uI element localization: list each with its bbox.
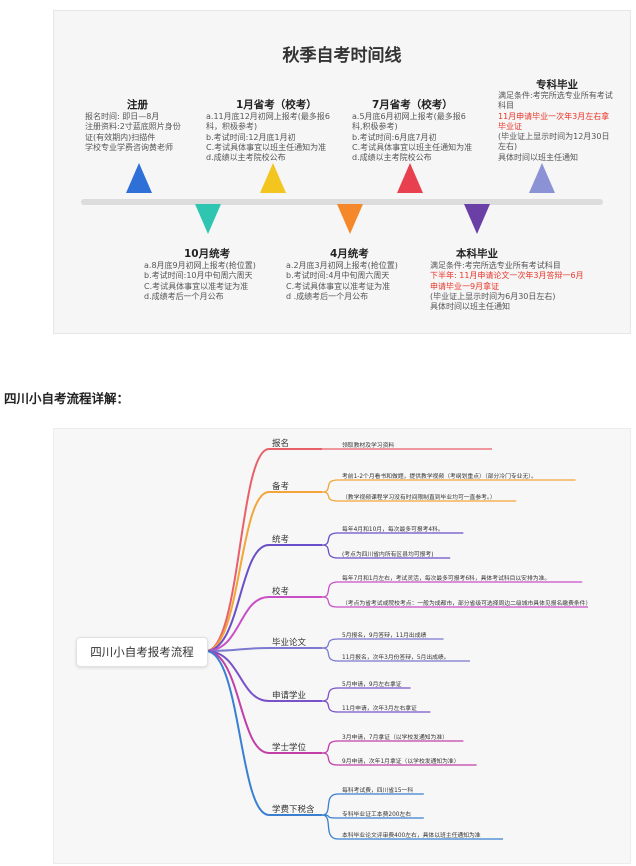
event-detail-benke: 满足条件:考完所选专业所有考试科目 下半年: 11月申请论文一次年3月答辩一6月… [430, 261, 584, 312]
branch-connector [205, 491, 322, 652]
event-title-jul: 7月省考（校考） [372, 99, 453, 111]
branch-connector [205, 544, 322, 652]
mindmap-leaf: 本科毕业论文评审费400左右，具体以班主任通知为准 [342, 833, 481, 839]
marker-zhuanke [529, 163, 555, 193]
event-title-zhuce: 注册 [127, 99, 148, 111]
branch-connector [205, 650, 322, 702]
mindmap-leaf: 5月报名，9月答辩，11月出成绩 [342, 633, 427, 639]
branch-connector [205, 596, 322, 652]
leaf-connector [321, 752, 477, 766]
mindmap-leaf: 每年4月和10月，每次最多可报考4科。 [342, 527, 444, 533]
event-title-oct: 10月统考 [184, 248, 231, 260]
leaf-connector [321, 687, 411, 702]
mindmap-branch: 毕业论文 [272, 638, 307, 648]
leaf-connector [321, 491, 517, 502]
timeline-axis [81, 199, 603, 205]
leaf-connector [321, 647, 470, 662]
mindmap-branch: 备考 [272, 482, 290, 492]
mindmap-leaf: 9月申请，次年1月拿证（以学校发通知为准） [342, 759, 460, 765]
timeline-card: 秋季自考时间线 注册 报名时间: 即日—8月 注册资料:2寸蓝底照片身份 证(有… [53, 10, 631, 334]
mindmap-leaf: （考点为省考试或院校考点：一般为成都市，部分省级可选择周边二级城市具体见报名缴费… [342, 601, 592, 607]
marker-jan [260, 163, 286, 193]
mindmap-branch: 学士学位 [272, 743, 307, 753]
mindmap-branch: 申请学业 [272, 691, 307, 701]
timeline-title: 秋季自考时间线 [282, 46, 402, 66]
section-heading: 四川小自考流程详解： [4, 391, 130, 406]
leaf-connector [321, 740, 464, 754]
marker-oct [195, 204, 221, 234]
leaf-connector [321, 793, 424, 816]
marker-apr [337, 204, 363, 234]
event-title-jan: 1月省考（校考） [236, 99, 317, 111]
leaf-connector [321, 532, 464, 546]
mindmap-card: 四川小自考报考流程 报名 领取教材及学习资料备考 考前1-2个月看书和做题，提供教学… [53, 428, 631, 864]
marker-jul [397, 163, 423, 193]
event-detail-jul: a.5月底6月初网上报考(最多报6 科,积极参考) b.考试时间:6月底7月初 … [352, 112, 473, 163]
leaf-connector [321, 596, 588, 608]
mindmap-leaf: 每年7月和1月左右，考试灵活，每次最多可报考6科，具体考试科目以安排为准。 [342, 576, 551, 582]
branch-connector [205, 650, 322, 754]
mindmap-leaf: 5月申请，9月左右拿证 [342, 682, 402, 688]
event-detail-zhuce: 报名时间: 即日—8月 注册资料:2寸蓝底照片身份 证(有效期内)扫描件 学校专… [85, 112, 181, 152]
event-detail-jan: a.11月底12月初网上报考(最多报6 科，积极参考) b.考试时间:12月底1… [206, 112, 331, 163]
mindmap-connectors [205, 448, 588, 840]
mindmap-branch: 统考 [272, 535, 290, 545]
branch-connector [205, 650, 322, 816]
leaf-connector [321, 638, 444, 649]
leaf-connector [321, 700, 431, 713]
event-title-zhuanke: 专科毕业 [536, 79, 578, 91]
marker-benke [464, 204, 490, 234]
leaf-connector [321, 581, 583, 598]
mindmap-branch: 学费下税含 [272, 805, 315, 815]
event-detail-zhuanke: 满足条件:考完所选专业所有考试 科目 11月申请毕业一次年3月左右拿 毕业证 (… [498, 91, 613, 162]
mindmap-leaf: 专科毕业证工本费200左右 [342, 812, 412, 818]
mindmap-leaf: 考前1-2个月看书和做题，提供教学视频（考纲划重点）（部分冷门专业无）。 [342, 474, 537, 480]
leaf-connector [321, 814, 503, 840]
event-title-apr: 4月统考 [330, 248, 369, 260]
mindmap-leaf: 11月报名，次年3月份答辩，5月出成绩。 [342, 655, 450, 661]
leaf-connector [321, 544, 451, 559]
event-title-benke: 本科毕业 [456, 248, 498, 260]
mindmap-leaf: 11月申请，次年3月左右拿证 [342, 706, 417, 712]
mindmap-leaf: 3月申请，7月拿证（以学校发通知为准） [342, 735, 448, 741]
marker-zhuce [126, 163, 152, 193]
leaf-connector [321, 479, 576, 493]
mindmap-branch: 校考 [272, 587, 290, 597]
mindmap-leaf: (考点为四川省内所有区县均可报考) [342, 552, 434, 558]
event-detail-apr: a.2月底3月初网上报考(抢位置) b.考试时间:4月中旬周六周天 C.考试具体… [286, 261, 398, 301]
mindmap-root: 四川小自考报考流程 [76, 637, 208, 667]
mindmap-branch: 报名 [272, 439, 290, 449]
event-detail-oct: a.8月底9月初网上报考(抢位置) b.考试时间:10月中旬周六周天 C.考试具… [144, 261, 256, 301]
mindmap-leaf: （教学视频课程学习没有时间限制直到毕业均可一直参考。） [342, 495, 496, 501]
branch-connector [205, 647, 322, 652]
mindmap-leaf: 每科考试费，四川省15一科 [342, 788, 414, 794]
branch-connector [205, 448, 322, 652]
mindmap-leaf: 领取教材及学习资料 [342, 443, 395, 449]
